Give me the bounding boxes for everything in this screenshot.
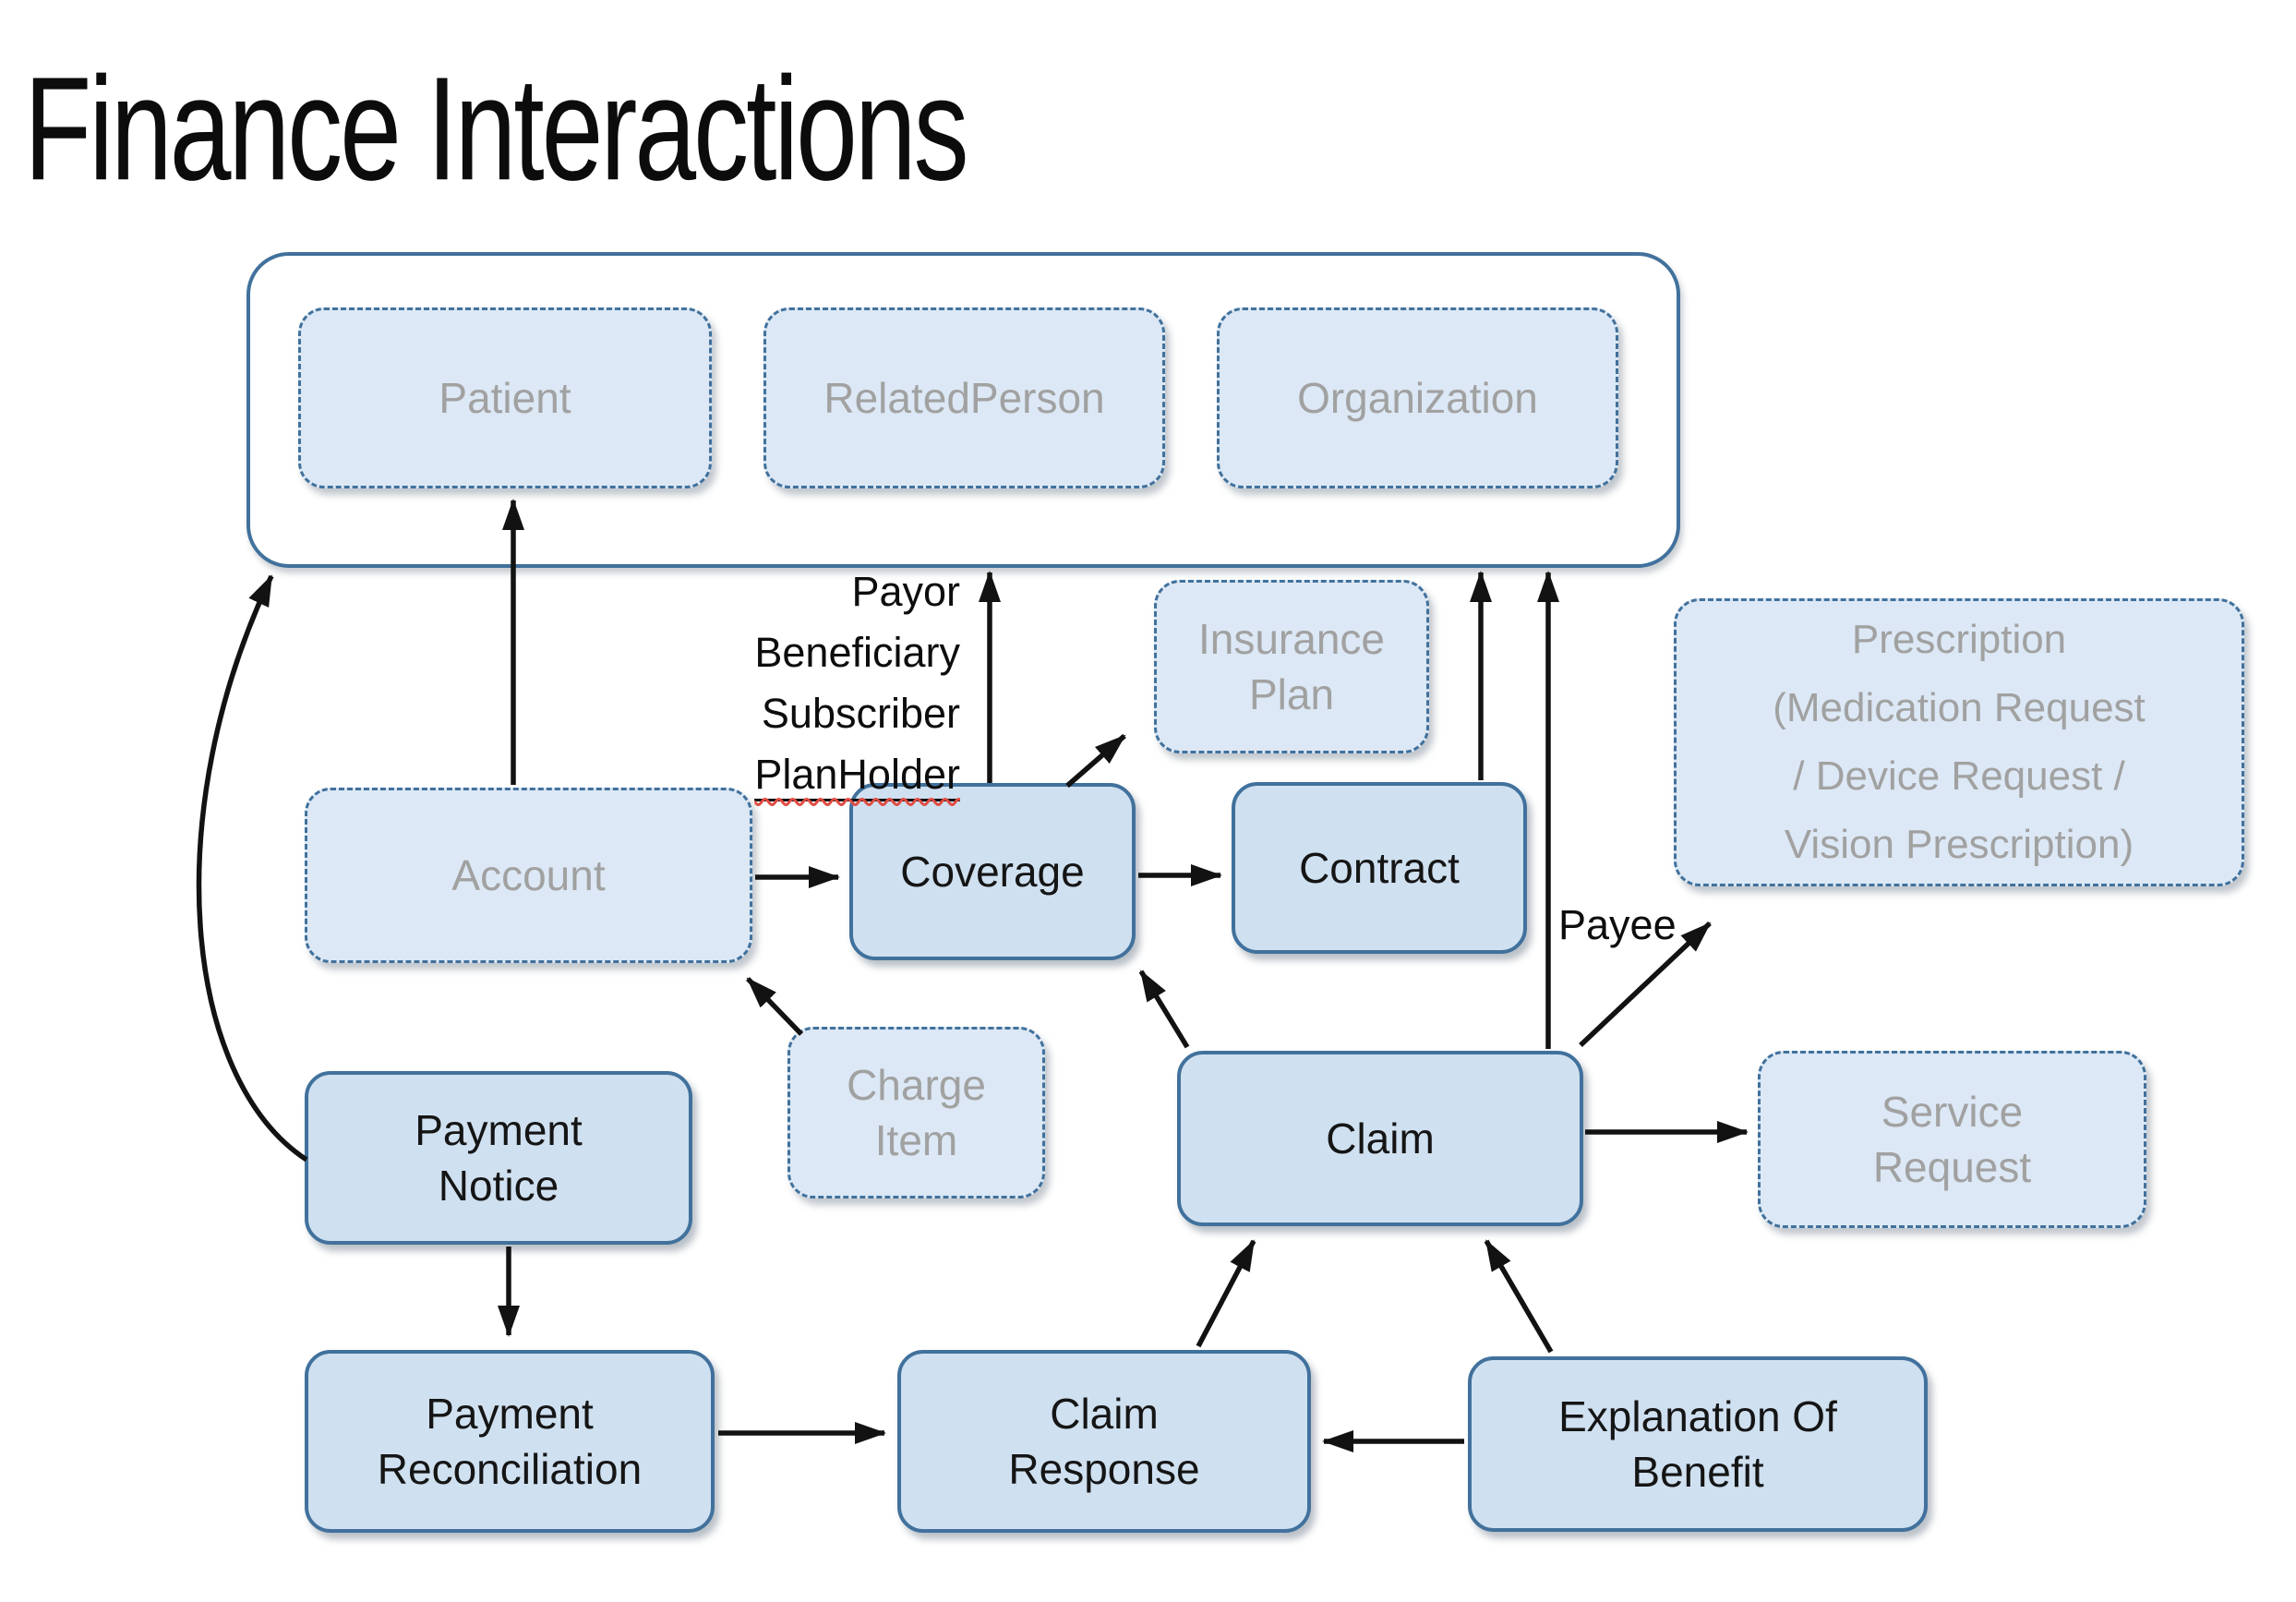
node-payment-reconciliation-label-line2: Reconciliation [377, 1445, 643, 1493]
node-organization-label: Organization [1297, 374, 1538, 422]
payee-edge-label: Payee [1558, 901, 1677, 948]
coverage-ref-planholder-text: PlanHolder [754, 751, 960, 801]
edge-claim-to-coverage [1138, 970, 1190, 1049]
node-coverage-label: Coverage [900, 848, 1085, 896]
node-explanation-of-benefit: Explanation Of Benefit [1468, 1356, 1928, 1532]
node-payment-notice: Payment Notice [305, 1071, 692, 1245]
node-service-request: Service Request [1758, 1051, 2146, 1228]
node-patient-label: Patient [439, 374, 571, 422]
node-prescription-label-line3: / Device Request / [1793, 753, 2125, 799]
node-payment-notice-label-line2: Notice [438, 1162, 559, 1210]
node-prescription: Prescription (Medication Request / Devic… [1674, 598, 2244, 886]
edge-claim-response-to-claim [1196, 1239, 1256, 1348]
node-explanation-of-benefit-label-line1: Explanation Of [1558, 1392, 1837, 1440]
node-payment-reconciliation: Payment Reconciliation [305, 1350, 715, 1533]
node-claim-label: Claim [1326, 1114, 1435, 1162]
page-title: Finance Interactions [24, 46, 969, 211]
node-prescription-label-line4: Vision Prescription) [1784, 822, 2134, 867]
coverage-ref-subscriber: Subscriber [761, 690, 960, 737]
node-charge-item: Charge Item [787, 1027, 1045, 1198]
coverage-ref-payor: Payor [851, 568, 960, 615]
edge-payment-notice-to-party-group-curved [196, 574, 308, 1162]
node-service-request-label-line2: Request [1872, 1143, 2032, 1191]
node-claim-response-label-line2: Response [1008, 1445, 1200, 1493]
node-charge-item-label-line2: Item [874, 1116, 958, 1164]
node-organization: Organization [1217, 307, 1618, 488]
node-contract: Contract [1232, 782, 1527, 954]
coverage-ref-beneficiary: Beneficiary [754, 629, 960, 676]
node-related-person: RelatedPerson [763, 307, 1165, 488]
node-coverage: Coverage [849, 783, 1136, 960]
node-insurance-plan-label-line2: Plan [1248, 670, 1335, 718]
node-payment-reconciliation-label-line1: Payment [426, 1390, 594, 1438]
node-claim-response-label-line1: Claim [1050, 1390, 1159, 1438]
edge-coverage-to-insurance-plan [1065, 733, 1126, 789]
node-account: Account [305, 788, 752, 963]
node-payment-notice-label-line1: Payment [415, 1106, 583, 1154]
node-claim: Claim [1177, 1051, 1583, 1226]
edge-explanation-of-benefit-to-claim [1484, 1239, 1554, 1354]
coverage-reference-labels: Payor Beneficiary Subscriber PlanHolder [637, 561, 960, 805]
node-patient: Patient [298, 307, 712, 488]
node-insurance-plan: Insurance Plan [1154, 580, 1429, 753]
coverage-ref-planholder: PlanHolder [637, 744, 960, 805]
node-account-label: Account [451, 851, 606, 899]
node-claim-response: Claim Response [897, 1350, 1311, 1533]
node-service-request-label-line1: Service [1881, 1088, 2024, 1136]
edge-charge-item-to-account [746, 977, 803, 1036]
node-related-person-label: RelatedPerson [823, 374, 1105, 422]
node-prescription-label-line2: (Medication Request [1773, 685, 2146, 730]
node-prescription-label-line1: Prescription [1851, 617, 2067, 662]
node-explanation-of-benefit-label-line2: Benefit [1631, 1448, 1764, 1496]
node-contract-label: Contract [1299, 844, 1460, 892]
node-insurance-plan-label-line1: Insurance [1197, 615, 1385, 663]
node-charge-item-label-line1: Charge [847, 1061, 986, 1109]
